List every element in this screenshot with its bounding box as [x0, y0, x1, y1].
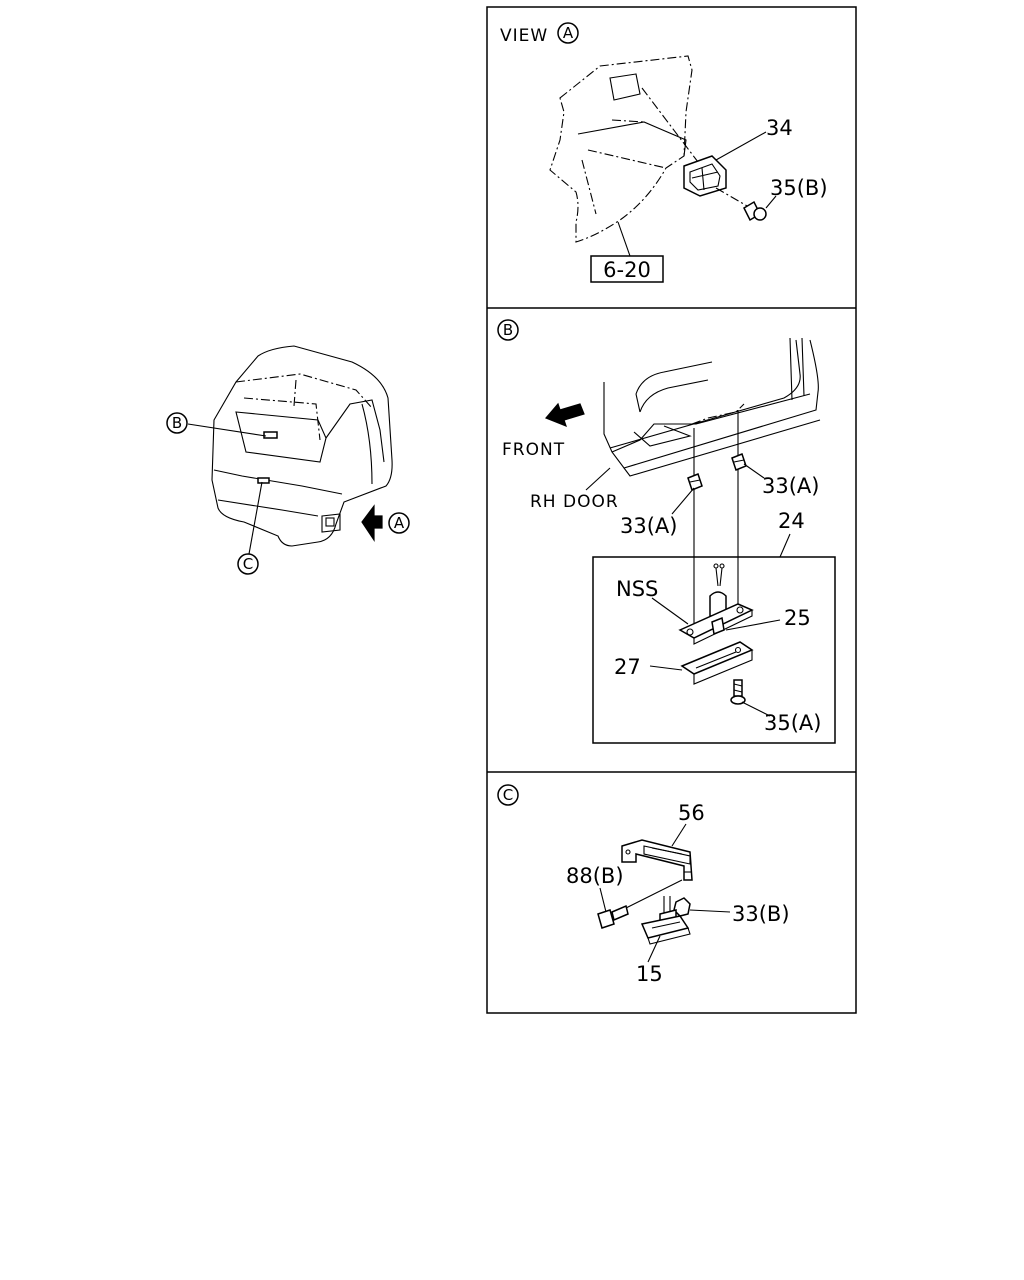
- leader-33a-right: [743, 463, 765, 479]
- part-56-bracket: [621, 839, 693, 881]
- part-34-label: 34: [766, 116, 793, 140]
- front-label: FRONT: [502, 440, 565, 460]
- panel-c-circle: [497, 784, 519, 806]
- leader-33a-left: [671, 487, 695, 515]
- leader-rh-door: [585, 467, 611, 491]
- roof-edge: [235, 373, 373, 409]
- nss-label: NSS: [616, 577, 658, 601]
- roof-line-left: [293, 379, 297, 407]
- leader-b: [187, 423, 267, 437]
- rh-door-label: RH DOOR: [530, 492, 619, 512]
- lamp-inner: [325, 517, 335, 527]
- lamp-opening: [609, 73, 641, 101]
- view-a-title: VIEW: [500, 26, 548, 46]
- body-side: [325, 399, 385, 463]
- leader-34: [715, 131, 767, 161]
- part-35a-label: 35(A): [764, 711, 821, 735]
- door-bottom: [623, 419, 821, 477]
- vehicle-overview: B C A: [166, 345, 410, 575]
- view-a-title-circle-label: A: [563, 24, 574, 42]
- part-34-lamp: [683, 155, 727, 197]
- leader-56: [671, 823, 687, 847]
- tailgate-lower: [213, 469, 343, 495]
- panel-view-a: VIEW A 34 35(B) 6-20: [500, 22, 828, 283]
- bulb: [709, 563, 727, 617]
- leader-ref-6-20: [617, 221, 631, 257]
- leader-88b: [599, 887, 607, 913]
- callout-c-circle: [237, 553, 259, 575]
- part-27-lens: [680, 641, 754, 685]
- part-25-lamp-housing: [678, 603, 754, 645]
- part-56-label: 56: [678, 801, 705, 825]
- callout-b-label: B: [172, 414, 182, 432]
- bumper-recess-inner: [587, 149, 667, 169]
- part-35b-label: 35(B): [770, 176, 828, 200]
- part-88b-label: 88(B): [566, 864, 624, 888]
- callout-c-label: C: [243, 555, 253, 573]
- bumper-recess-floor: [581, 159, 597, 215]
- detail-panels-frame: [486, 6, 857, 1014]
- view-direction-arrow: [361, 504, 383, 542]
- license-lamp: [257, 477, 270, 484]
- view-a-label: A: [394, 514, 405, 532]
- view-a-title-circle: [557, 22, 579, 44]
- door-lamp-opening: [691, 403, 745, 425]
- ref-box: [590, 255, 664, 283]
- bumper-recess: [577, 121, 687, 157]
- leader-35a: [741, 701, 771, 717]
- leader-25: [725, 619, 781, 631]
- panel-b-circle-label: B: [503, 321, 513, 339]
- lamp-install-line: [641, 87, 699, 163]
- panel-c: C 56 88(B) 33(B): [497, 784, 790, 986]
- part-33a-clip-left: [687, 473, 703, 491]
- part-15-label: 15: [636, 962, 663, 986]
- rear-window: [235, 411, 327, 463]
- lamp-box: [321, 513, 341, 533]
- high-mount-lamp: [263, 431, 278, 439]
- leader-c: [248, 481, 263, 555]
- door-step: [633, 425, 692, 447]
- door-sill: [611, 393, 811, 453]
- callout-b-circle: [166, 412, 188, 434]
- part-35b-screw: [715, 187, 767, 222]
- door-rails: [789, 337, 805, 401]
- part-33b-label: 33(B): [732, 902, 790, 926]
- detail-frame: [486, 6, 857, 1014]
- leader-27: [649, 665, 683, 671]
- bumper-line: [217, 499, 319, 517]
- assembly-box-24: [592, 556, 836, 744]
- side-panel: [361, 403, 373, 485]
- panel-b: B FRONT RH DOOR 33(A) 33(A): [497, 319, 836, 744]
- panel-c-circle-label: C: [503, 786, 513, 804]
- door-outline: [603, 339, 819, 469]
- part-35a-screw: [730, 679, 746, 705]
- ref-box-label: 6-20: [603, 258, 651, 282]
- panel-b-circle: [497, 319, 519, 341]
- part-33a-clip-right: [731, 453, 747, 471]
- part-15-license-lamp: [640, 896, 691, 945]
- part-33a-left-label: 33(A): [620, 514, 677, 538]
- leader-33b: [689, 909, 731, 913]
- bumper-lower: [611, 119, 645, 123]
- part-27-label: 27: [614, 655, 641, 679]
- vehicle-outline: [211, 345, 393, 547]
- leader-15: [647, 935, 661, 963]
- door-window-frame-inner: [635, 393, 641, 413]
- rear-window-inner: [243, 397, 321, 441]
- door-window-frame: [635, 361, 713, 413]
- part-24-label: 24: [778, 509, 805, 533]
- leader-35b: [765, 195, 777, 209]
- leader-24: [779, 533, 791, 558]
- bumper-corner-outline: [549, 55, 693, 243]
- view-a-circle: [388, 512, 410, 534]
- part-33a-right-label: 33(A): [762, 474, 819, 498]
- front-direction-arrow: [544, 402, 585, 428]
- part-25-label: 25: [784, 606, 811, 630]
- leader-nss: [651, 597, 689, 625]
